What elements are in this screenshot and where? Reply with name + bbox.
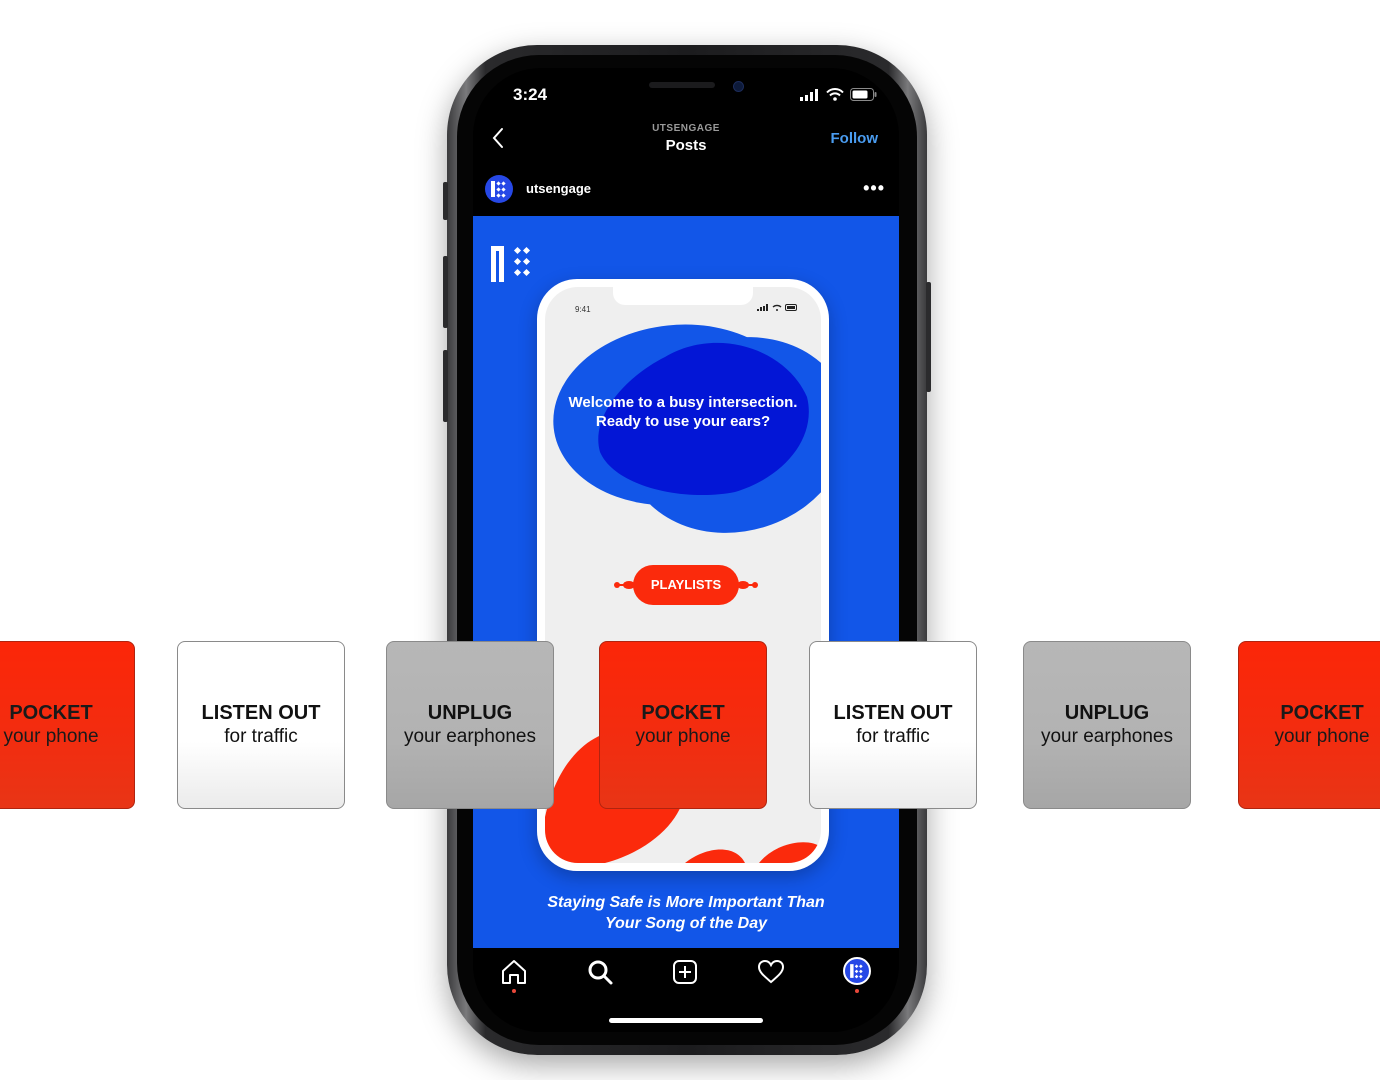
nav-title: Posts <box>665 137 707 154</box>
welcome-line-2: Ready to use your ears? <box>595 413 771 430</box>
inner-signal-icon <box>757 304 768 311</box>
playlists-label: PLAYLISTS <box>650 577 722 592</box>
caption-line-1: Staying Safe is More Important Than <box>547 894 825 911</box>
inner-wifi-icon <box>772 304 782 311</box>
profile-uts-logo-icon <box>850 964 863 979</box>
status-time: 3:24 <box>513 85 548 104</box>
profile-avatar-icon[interactable] <box>843 957 871 985</box>
post-caption: Staying Safe is More Important Than Your… <box>473 892 899 934</box>
caption-line-2: Your Song of the Day <box>604 915 768 932</box>
inner-phone-mockup: 9:41 Welcome to a busy intersection. Rea… <box>537 279 829 871</box>
card-heading: POCKET <box>9 702 93 724</box>
card-subtext: for traffic <box>856 726 930 747</box>
signal-icon <box>800 88 818 101</box>
card-subtext: your phone <box>1274 726 1370 747</box>
card-subtext: your phone <box>3 726 99 747</box>
card-unplug: UNPLUG your earphones <box>1023 641 1191 809</box>
card-heading: UNPLUG <box>1064 702 1150 724</box>
status-icons <box>800 88 877 101</box>
home-notification-dot <box>512 989 516 993</box>
uts-logo-icon <box>491 181 506 198</box>
card-subtext: your earphones <box>403 726 537 747</box>
account-avatar[interactable] <box>485 175 513 203</box>
earphone-cable-icon <box>614 565 758 605</box>
home-indicator[interactable] <box>609 1018 763 1023</box>
card-subtext: your phone <box>635 726 731 747</box>
add-post-icon[interactable] <box>670 957 700 987</box>
uts-brand-logo <box>491 246 531 282</box>
bottom-tab-bar <box>473 948 899 1032</box>
card-subtext: your earphones <box>1040 726 1174 747</box>
card-heading: POCKET <box>641 702 725 724</box>
inner-status-time: 9:41 <box>575 305 591 314</box>
inner-app-screen: 9:41 Welcome to a busy intersection. Rea… <box>545 287 821 863</box>
volume-up-button <box>443 256 448 328</box>
post-image[interactable]: 9:41 Welcome to a busy intersection. Rea… <box>473 216 899 948</box>
card-heading: POCKET <box>1280 702 1364 724</box>
profile-notification-dot <box>855 989 859 993</box>
welcome-message: Welcome to a busy intersection. Ready to… <box>545 393 821 431</box>
post-header: utsengage ••• <box>473 162 899 216</box>
welcome-line-1: Welcome to a busy intersection. <box>568 394 798 411</box>
nav-subtitle: UTSENGAGE <box>652 123 720 134</box>
phone-screen: 3:24 UTSENGAGE Posts Follow <box>473 68 899 1032</box>
more-options-icon[interactable]: ••• <box>863 178 885 198</box>
back-arrow-icon[interactable] <box>489 126 507 150</box>
card-unplug: UNPLUG your earphones <box>386 641 554 809</box>
card-listen-out: LISTEN OUT for traffic <box>809 641 977 809</box>
inner-notch <box>613 287 753 305</box>
mute-switch <box>443 182 448 220</box>
earpiece-speaker <box>649 82 715 88</box>
front-camera <box>733 81 744 92</box>
card-pocket-phone: POCKET your phone <box>0 641 135 809</box>
battery-icon <box>850 88 877 101</box>
follow-button[interactable]: Follow <box>830 130 879 147</box>
card-heading: LISTEN OUT <box>201 702 321 724</box>
account-username[interactable]: utsengage <box>526 181 592 196</box>
inner-status-icons <box>757 304 799 311</box>
card-pocket-phone: POCKET your phone <box>1238 641 1380 809</box>
card-pocket-phone: POCKET your phone <box>599 641 767 809</box>
notch <box>571 68 799 110</box>
card-listen-out: LISTEN OUT for traffic <box>177 641 345 809</box>
heart-icon[interactable] <box>756 957 786 987</box>
playlists-button[interactable]: PLAYLISTS <box>611 565 761 605</box>
wifi-icon <box>826 88 844 101</box>
volume-down-button <box>443 350 448 422</box>
inner-battery-icon <box>785 304 797 311</box>
power-button <box>926 282 931 392</box>
card-heading: UNPLUG <box>427 702 513 724</box>
search-icon[interactable] <box>585 957 615 987</box>
card-heading: LISTEN OUT <box>833 702 953 724</box>
home-icon[interactable] <box>499 957 529 987</box>
card-subtext: for traffic <box>224 726 298 747</box>
